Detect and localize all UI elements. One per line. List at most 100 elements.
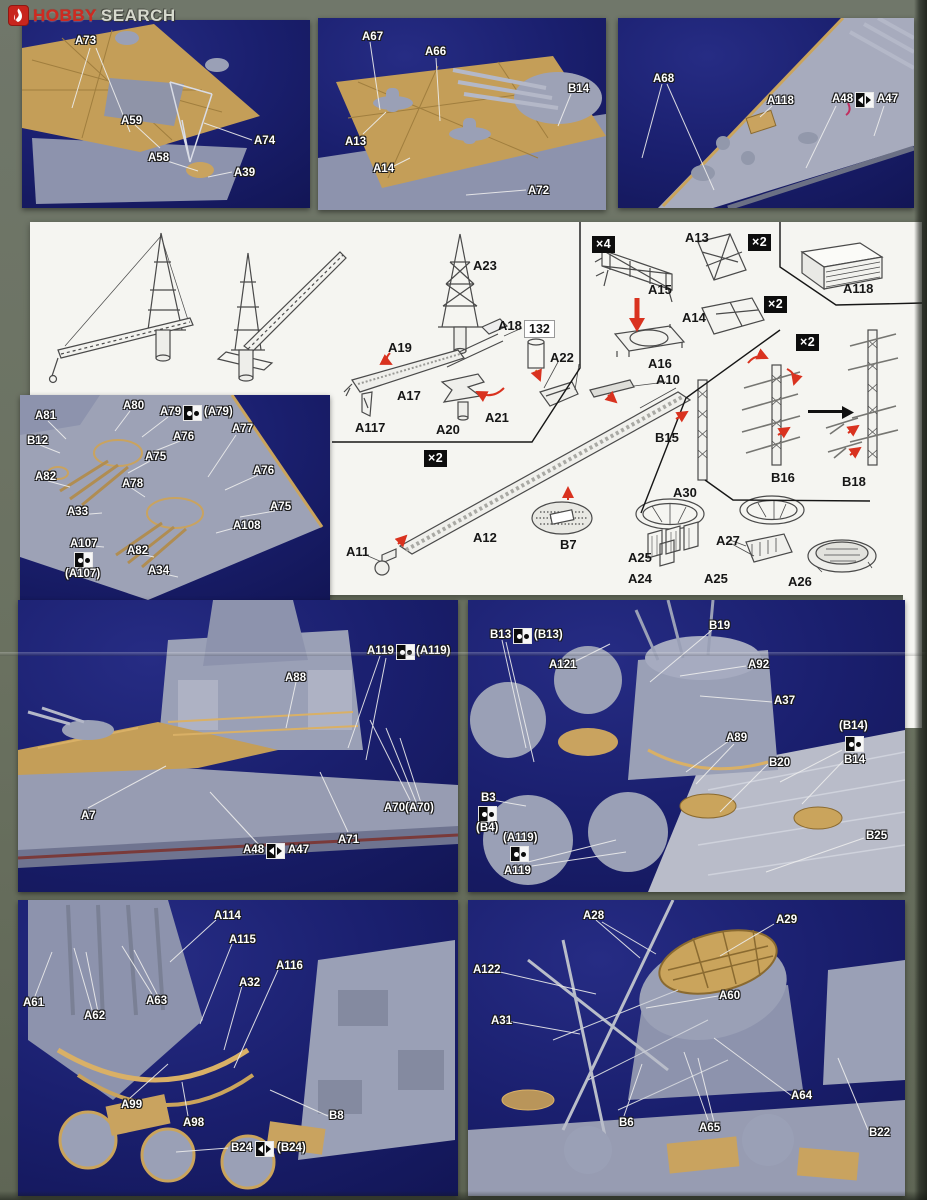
part-label: A28 xyxy=(583,910,605,922)
part-label: A92 xyxy=(748,659,770,671)
direction-symbol-icon xyxy=(856,93,873,107)
part-label: A29 xyxy=(776,914,798,926)
part-label: B18 xyxy=(842,474,866,489)
part-label: (A119) xyxy=(503,832,538,844)
part-label: B24 xyxy=(231,1142,253,1154)
part-label: A11 xyxy=(346,544,370,559)
quantity-badge: ×2 xyxy=(796,334,820,351)
part-label: A119 xyxy=(367,645,394,657)
part-label: A116 xyxy=(276,960,303,972)
part-label: A64 xyxy=(791,1090,813,1102)
part-label: B25 xyxy=(866,830,888,842)
part-label: A16 xyxy=(648,356,672,371)
part-label: A114 xyxy=(214,910,241,922)
symmetry-symbol-icon xyxy=(397,645,414,659)
part-label: A80 xyxy=(123,400,145,412)
symmetry-symbol-icon xyxy=(514,629,531,643)
part-label: A75 xyxy=(145,451,167,463)
part-label: A76 xyxy=(253,465,275,477)
part-label: A68 xyxy=(653,73,675,85)
part-label: A88 xyxy=(285,672,307,684)
part-label: A82 xyxy=(35,471,57,483)
part-label: A70(A70) xyxy=(384,802,434,814)
photo-illustration xyxy=(641,18,914,208)
part-label: B14 xyxy=(844,754,866,766)
part-label: A19 xyxy=(388,340,412,355)
part-label: A74 xyxy=(254,135,276,147)
flame-icon xyxy=(8,5,29,26)
photo-illustration xyxy=(28,900,455,1190)
photo-turret-deck: A81 A80 A79 (A79) B12 A76 A77 A75 A76 A8… xyxy=(20,395,330,600)
part-label: B7 xyxy=(560,537,577,552)
part-label: B13 xyxy=(490,629,512,641)
symmetry-symbol-icon xyxy=(479,807,496,821)
part-label: B20 xyxy=(769,757,791,769)
part-label: A67 xyxy=(362,31,384,43)
part-label: B14 xyxy=(568,83,590,95)
part-label: A48 xyxy=(243,844,265,856)
part-label: A108 xyxy=(233,520,261,532)
part-label: A7 xyxy=(81,810,96,822)
part-label: A77 xyxy=(232,423,254,435)
photo-illustration xyxy=(22,24,260,204)
part-label: A15 xyxy=(648,282,672,297)
part-label: A25 xyxy=(704,571,728,586)
part-label: A47 xyxy=(288,844,310,856)
part-label: A10 xyxy=(656,372,680,387)
part-label: A119 xyxy=(504,865,531,877)
part-label: A98 xyxy=(183,1117,205,1129)
photo-illustration xyxy=(20,395,324,600)
part-label: A99 xyxy=(121,1099,143,1111)
part-label: A89 xyxy=(726,732,748,744)
part-label: A47 xyxy=(877,93,899,105)
part-label: A79 xyxy=(160,406,182,418)
symmetry-symbol-icon xyxy=(846,737,863,751)
part-label: A20 xyxy=(436,422,460,437)
quantity-badge: ×2 xyxy=(748,234,772,251)
part-label: A22 xyxy=(550,350,574,365)
part-label: A122 xyxy=(473,964,501,976)
part-label: (B24) xyxy=(277,1142,306,1154)
hobby-search-logo: HOBBY SEARCH xyxy=(8,5,176,26)
part-label: A118 xyxy=(767,95,794,107)
part-label: A61 xyxy=(23,997,45,1009)
part-label: A107 xyxy=(70,538,98,550)
part-label: A18 xyxy=(498,318,522,333)
page-edge-shadow xyxy=(914,0,927,1200)
part-label: (B13) xyxy=(534,629,563,641)
photo-illustration xyxy=(468,900,905,1196)
part-label: A17 xyxy=(397,388,421,403)
part-label: A71 xyxy=(338,834,360,846)
part-label: A34 xyxy=(148,565,170,577)
part-label: A62 xyxy=(84,1010,106,1022)
part-label: A59 xyxy=(121,115,143,127)
part-label: A26 xyxy=(788,574,812,589)
part-label: B12 xyxy=(27,435,49,447)
direction-symbol-icon xyxy=(256,1142,273,1156)
kit-part-number-box: 132 xyxy=(524,320,555,338)
part-label: B8 xyxy=(329,1110,344,1122)
part-label: A27 xyxy=(716,533,740,548)
photo-funnel-mast: A28 A29 A122 A60 A31 B6 A65 A64 B22 xyxy=(468,900,905,1196)
part-label: A63 xyxy=(146,995,168,1007)
photo-funnel-closeup: A114 A115 A116 A32 A61 A62 A63 A99 A98 B… xyxy=(18,900,458,1196)
part-label: A78 xyxy=(122,478,144,490)
part-label: A121 xyxy=(549,659,577,671)
symmetry-symbol-icon xyxy=(511,847,528,861)
part-label: A13 xyxy=(345,136,367,148)
direction-symbol-icon xyxy=(267,844,284,858)
part-label: B15 xyxy=(655,430,679,445)
photo-illustration xyxy=(318,41,606,210)
part-label: A73 xyxy=(75,35,97,47)
quantity-badge: ×2 xyxy=(424,450,448,467)
part-label: A76 xyxy=(173,431,195,443)
quantity-badge: ×4 xyxy=(592,236,616,253)
part-label: A58 xyxy=(148,152,170,164)
part-label: A24 xyxy=(628,571,652,586)
part-label: A31 xyxy=(491,1015,513,1027)
photo-illustration xyxy=(18,600,458,868)
part-label: (B14) xyxy=(839,720,868,732)
part-label: A82 xyxy=(127,545,149,557)
part-label: A65 xyxy=(699,1122,721,1134)
